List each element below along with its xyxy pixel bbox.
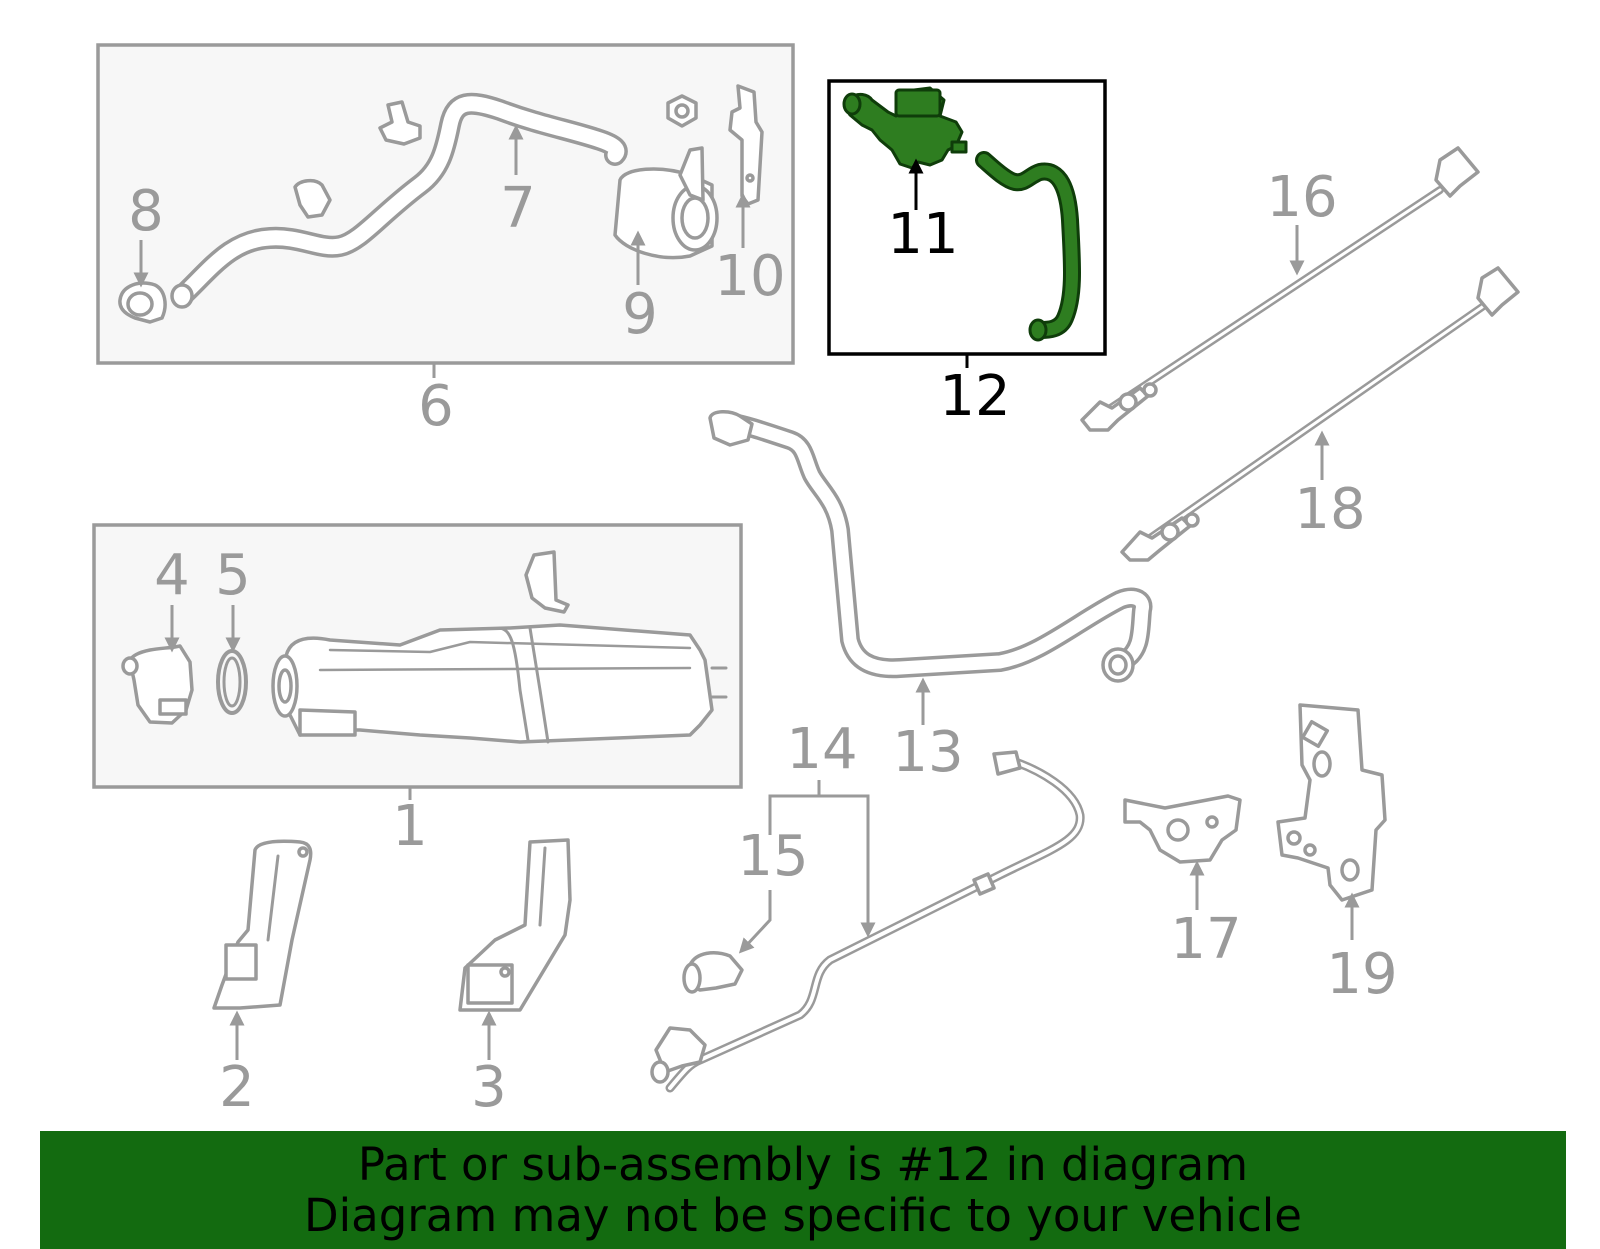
part-1-vapor-canister[interactable] [271, 550, 728, 744]
part-19-bracket[interactable] [1276, 703, 1387, 902]
callout-12[interactable]: 12 [939, 364, 1010, 429]
callout-5: 5 [215, 543, 251, 608]
part-9-filter[interactable] [613, 146, 719, 260]
part-18-oxygen-sensor[interactable] [1120, 266, 1520, 562]
part-17-bracket[interactable] [1123, 794, 1242, 864]
callout-4: 4 [154, 543, 190, 608]
part-15-connector[interactable] [682, 951, 744, 994]
callout-2: 2 [219, 1055, 255, 1120]
callout-labels: 1 2 3 4 5 6 7 8 9 10 11 12 13 14 15 16 1… [128, 165, 1397, 1120]
part-16-oxygen-sensor[interactable] [1080, 146, 1480, 432]
clip-parts [293, 94, 698, 219]
callout-8: 8 [128, 179, 164, 244]
callout-6: 6 [418, 374, 454, 439]
callout-16: 16 [1266, 165, 1337, 230]
footer-line-2: Diagram may not be specific to your vehi… [304, 1189, 1302, 1242]
callout-15: 15 [737, 824, 808, 889]
leaders-14-15 [738, 780, 876, 954]
part-2-bracket[interactable] [212, 839, 313, 1010]
part-4-valve[interactable] [121, 644, 194, 725]
part-12-purge-hose[interactable] [975, 151, 1082, 342]
callout-17: 17 [1170, 907, 1241, 972]
leaders-17-19 [1189, 860, 1360, 940]
footer-banner: Part or sub-assembly is #12 in diagram D… [40, 1131, 1566, 1249]
part-14-wiring-harness[interactable] [650, 750, 1085, 1093]
callout-7: 7 [500, 176, 536, 241]
leaders-16-18 [1289, 225, 1330, 480]
callout-9: 9 [622, 282, 658, 347]
callout-14: 14 [786, 717, 857, 782]
callout-3: 3 [471, 1055, 507, 1120]
part-11-purge-valve[interactable] [842, 86, 968, 170]
part-7-vent-hose[interactable] [170, 92, 628, 309]
callout-13: 13 [892, 720, 963, 785]
footer-line-1: Part or sub-assembly is #12 in diagram [357, 1138, 1249, 1191]
part-8-hose-clamp[interactable] [118, 281, 167, 324]
callout-11: 11 [887, 202, 958, 267]
callout-19: 19 [1326, 942, 1397, 1007]
part-13-vapor-line[interactable] [708, 410, 1153, 683]
callout-10: 10 [714, 244, 785, 309]
callout-1: 1 [392, 794, 428, 859]
leaders-box-6 [133, 124, 751, 288]
part-3-bracket[interactable] [458, 838, 572, 1012]
callout-18: 18 [1294, 477, 1365, 542]
leaders-box-1 [164, 605, 241, 653]
leaders-2-3 [229, 1010, 497, 1060]
